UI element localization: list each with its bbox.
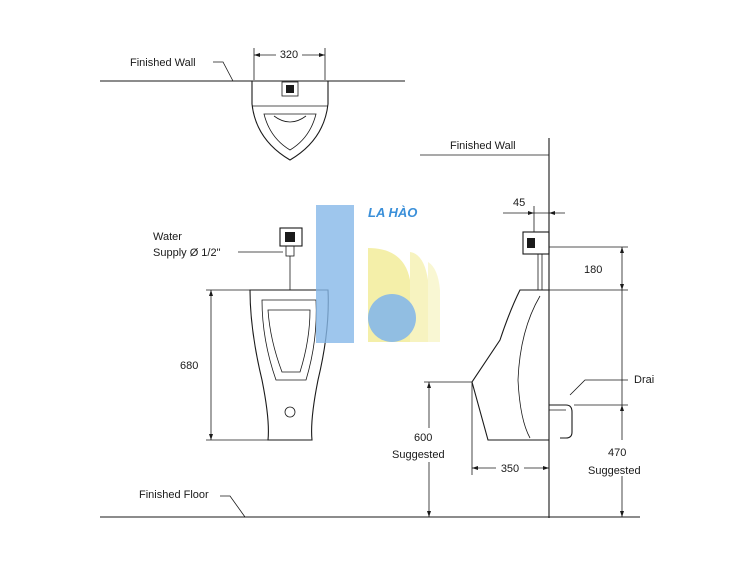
top-finished-wall-label: Finished Wall (130, 57, 196, 69)
side-bowl-outline (471, 289, 549, 441)
watermark-yellow-arc-3 (428, 262, 440, 342)
dim-320-bg (276, 47, 302, 61)
watermark-text: LA HÀO (368, 205, 417, 220)
dim-45-label: 45 (513, 197, 525, 209)
top-bowl-inner-curve (273, 115, 307, 123)
drain-label: Drai (634, 374, 654, 386)
dim-320-arrow-right (319, 53, 325, 57)
top-bowl-inner (263, 113, 317, 151)
dim-350-bg (496, 461, 524, 475)
watermark-logo: LA HÀO (316, 205, 440, 343)
front-view: Water Supply Ø 1/2" 680 (153, 227, 329, 441)
dim-350-arrow-left (472, 466, 478, 470)
side-bowl-inner (517, 295, 541, 439)
water-supply-label-2: Supply Ø 1/2" (153, 247, 221, 259)
top-valve (281, 81, 299, 97)
floor: Finished Floor (100, 489, 640, 518)
dim-470-suggested: Suggested (588, 465, 641, 477)
dim-350-arrow-right (543, 466, 549, 470)
dim-470-label: 470 (608, 447, 626, 459)
dim-600-arrow-bottom (427, 511, 431, 517)
side-view: Finished Wall 45 180 Drai 600 (388, 138, 656, 518)
dim-470-bg (584, 440, 656, 476)
front-bowl-inner (261, 299, 317, 381)
dim-600-label: 600 (414, 432, 432, 444)
dim-470-arrow-top (620, 405, 624, 411)
dim-320-arrow-left (254, 53, 260, 57)
watermark-blue-bar (316, 205, 354, 343)
floor-leader (220, 495, 246, 518)
dim-680-arrow-bottom (209, 434, 213, 440)
top-bowl-outline (251, 81, 329, 161)
dim-350-label: 350 (501, 463, 519, 475)
dim-180-label: 180 (584, 264, 602, 276)
front-flush-button (285, 232, 295, 242)
dim-600-bg (388, 428, 460, 462)
dim-45-arrow-right (549, 211, 555, 215)
front-drain-hole (284, 406, 296, 418)
dim-320-label: 320 (280, 49, 298, 61)
watermark-blue-circle (368, 294, 416, 342)
dim-45-arrow-left (528, 211, 534, 215)
top-view: Finished Wall 320 (100, 47, 405, 161)
dim-680-arrow-top (209, 290, 213, 296)
side-finished-wall-label: Finished Wall (450, 140, 516, 152)
drain-leader (569, 379, 628, 396)
dim-600-arrow-top (427, 382, 431, 388)
dim-470-arrow-bottom (620, 511, 624, 517)
side-flush-valve (522, 231, 550, 255)
water-supply-label-1: Water (153, 231, 182, 243)
top-valve-button (286, 85, 294, 93)
front-bowl-basin (267, 309, 311, 373)
front-valve-body (285, 245, 295, 257)
side-flush-button (527, 238, 535, 248)
top-wall-leader (213, 61, 234, 82)
dim-600-suggested: Suggested (392, 449, 445, 461)
finished-floor-label: Finished Floor (139, 489, 209, 501)
dim-180-arrow-top (620, 247, 624, 253)
side-drain-pipe (549, 404, 573, 439)
dim-680-label: 680 (180, 360, 198, 372)
dim-180-arrow-bottom (620, 284, 624, 290)
